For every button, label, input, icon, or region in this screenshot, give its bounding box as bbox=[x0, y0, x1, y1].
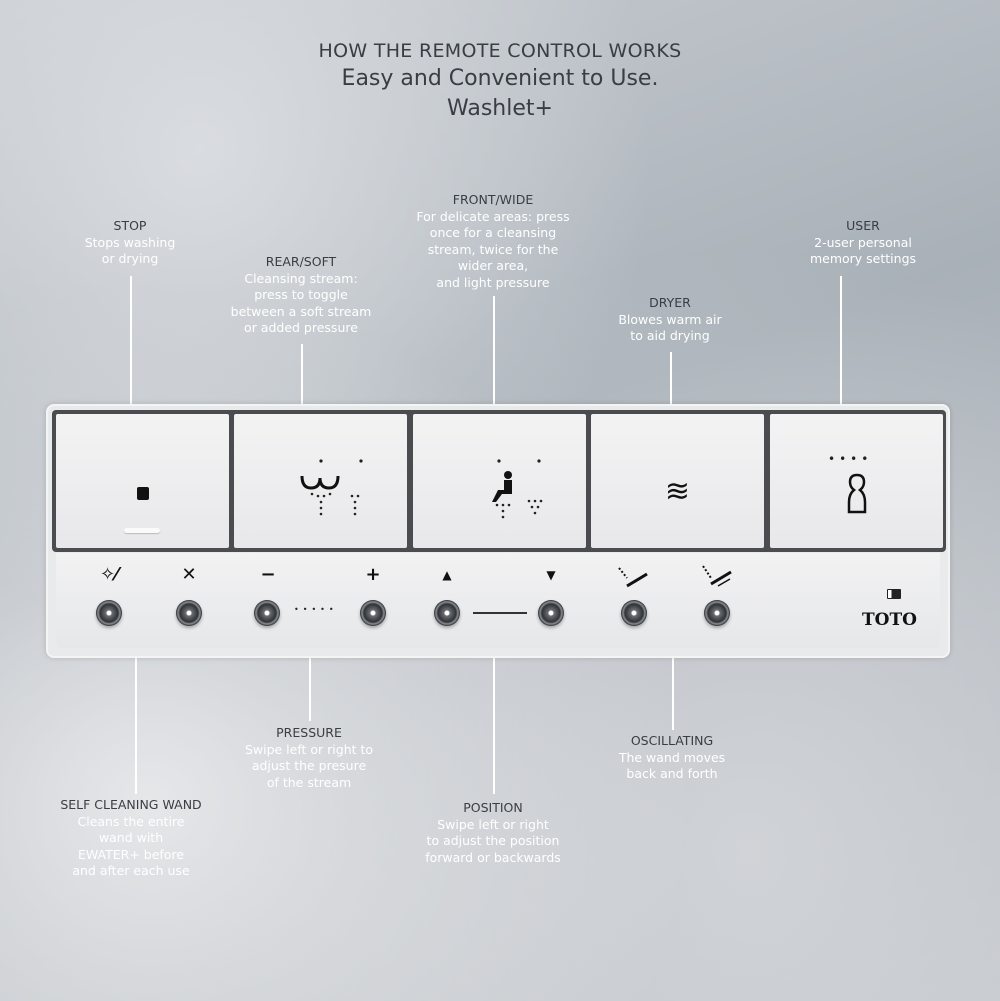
remote-lower-panel bbox=[56, 553, 940, 648]
leader-line bbox=[840, 276, 842, 440]
plus-icon: + bbox=[365, 564, 381, 585]
battery-icon bbox=[887, 589, 901, 599]
wand-clean-icon: ✧⁄ bbox=[99, 564, 119, 585]
header-line3: Washlet+ bbox=[447, 96, 553, 121]
dryer-button[interactable]: ≋ bbox=[591, 414, 764, 548]
header-line2: Easy and Convenient to Use. bbox=[341, 66, 659, 91]
callout-title: USER bbox=[846, 218, 880, 233]
up-arrow-icon: ▲ bbox=[442, 568, 452, 582]
callout-desc: Swipe left or right to adjust the positi… bbox=[425, 816, 561, 865]
callout-title: PRESSURE bbox=[276, 725, 342, 740]
leader-line bbox=[670, 352, 672, 440]
header-line1: HOW THE REMOTE CONTROL WORKS bbox=[318, 40, 682, 62]
fan-knob[interactable] bbox=[176, 600, 202, 626]
self-clean-knob[interactable] bbox=[96, 600, 122, 626]
minus-icon: − bbox=[260, 564, 276, 585]
callout-title: DRYER bbox=[649, 295, 691, 310]
callout-title: POSITION bbox=[463, 800, 523, 815]
callout-desc: Swipe left or right to adjust the presur… bbox=[244, 741, 374, 790]
callout-desc: Blowes warm air to aid drying bbox=[618, 311, 722, 344]
stop-icon bbox=[137, 487, 149, 500]
stop-button[interactable] bbox=[56, 414, 229, 548]
leader-line bbox=[301, 344, 303, 440]
position-forward-knob[interactable] bbox=[434, 600, 460, 626]
leader-line bbox=[135, 626, 137, 794]
oscillate-knob[interactable] bbox=[621, 600, 647, 626]
front-wide-button[interactable] bbox=[413, 414, 586, 548]
callout-desc: Cleans the entire wand with EWATER+ befo… bbox=[72, 813, 190, 879]
user-button[interactable]: •••• bbox=[770, 414, 943, 548]
callout-desc: For delicate areas: press once for a cle… bbox=[416, 208, 570, 290]
callout-desc: Cleansing stream: press to toggle betwee… bbox=[230, 270, 372, 336]
toto-logo: TOTO bbox=[862, 610, 917, 630]
leader-line bbox=[309, 626, 311, 721]
callout-title: OSCILLATING bbox=[630, 733, 714, 748]
callout-desc: Stops washing or drying bbox=[84, 234, 176, 267]
oscillate-icon bbox=[618, 567, 648, 588]
callout-title: SELF CLEANING WAND bbox=[60, 797, 202, 812]
callout-desc: The wand moves back and forth bbox=[618, 749, 726, 782]
oscillate-pulse-icon bbox=[702, 565, 732, 587]
pressure-minus-knob[interactable] bbox=[254, 600, 280, 626]
callout-title: FRONT/WIDE bbox=[452, 192, 534, 207]
dryer-icon: ≋ bbox=[664, 474, 691, 509]
down-arrow-icon: ▼ bbox=[546, 568, 556, 582]
position-slider[interactable] bbox=[473, 612, 527, 614]
front-wash-icon bbox=[492, 459, 543, 519]
leader-line bbox=[493, 296, 495, 440]
oscillate-pulse-knob[interactable] bbox=[704, 600, 730, 626]
pressure-slider[interactable]: ••••• bbox=[294, 605, 338, 614]
callout-title: REAR/SOFT bbox=[265, 254, 337, 269]
callout-title: STOP bbox=[113, 218, 147, 233]
callout-desc: 2-user personal memory settings bbox=[809, 234, 917, 267]
user-icon bbox=[847, 473, 867, 514]
indicator-icon bbox=[124, 528, 160, 533]
user-dots: •••• bbox=[828, 452, 873, 466]
rear-wash-icon bbox=[300, 459, 363, 516]
fan-icon: ✕ bbox=[181, 564, 197, 585]
leader-line bbox=[130, 276, 132, 440]
position-backward-knob[interactable] bbox=[538, 600, 564, 626]
rear-soft-button[interactable] bbox=[234, 414, 407, 548]
leader-line bbox=[493, 626, 495, 794]
leader-line bbox=[672, 626, 674, 730]
pressure-plus-knob[interactable] bbox=[360, 600, 386, 626]
